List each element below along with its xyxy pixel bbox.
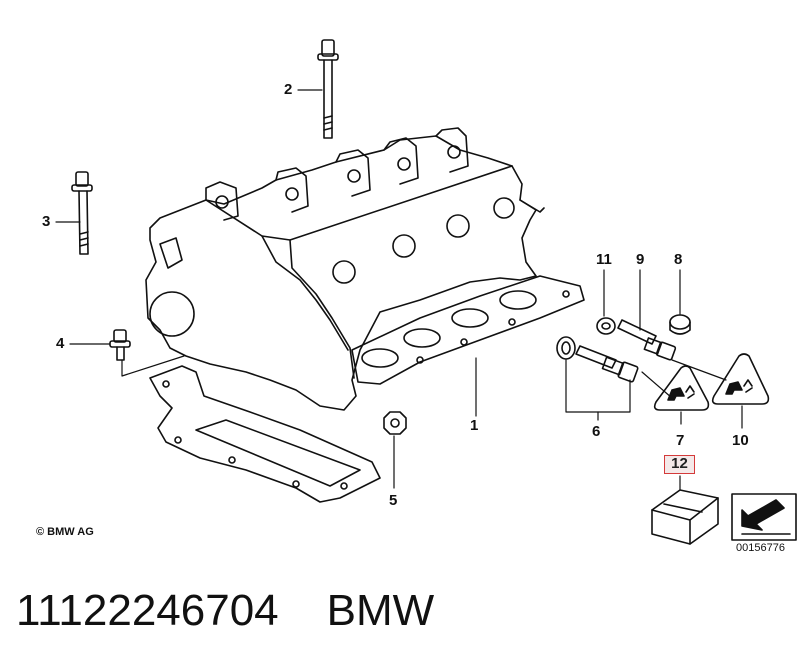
label-10 [711,353,770,405]
copyright-text: © BMW AG [36,526,94,538]
sensor-6 [556,336,639,383]
part-caption: 11122246704 BMW [16,586,434,636]
brand-name: BMW [326,586,435,635]
plug-8 [669,314,691,335]
washer-11 [596,317,616,335]
callout-10[interactable]: 10 [732,432,749,449]
callout-4[interactable]: 4 [56,335,65,352]
callout-11[interactable]: 11 [596,251,612,268]
reference-arrow-frame [731,493,797,541]
sensor-9 [617,319,677,361]
engine-block [145,127,545,411]
callout-3[interactable]: 3 [42,213,51,230]
head-gasket [351,275,585,385]
label-7 [653,365,710,411]
callout-9[interactable]: 9 [636,251,645,268]
callout-7[interactable]: 7 [676,432,685,449]
callout-2[interactable]: 2 [284,81,293,98]
callout-6[interactable]: 6 [592,423,601,440]
diagram-reference-number: 00156776 [736,542,785,554]
part-number: 11122246704 [16,586,279,635]
callout-8[interactable]: 8 [674,251,683,268]
bolt-2 [317,39,339,139]
callout-1[interactable]: 1 [470,417,479,434]
callout-5[interactable]: 5 [389,492,398,509]
lower-gasket [149,365,381,503]
engine-block-diagram [55,39,797,545]
bolt-3 [71,171,93,255]
package-12 [651,489,719,545]
leader-lines [55,89,743,491]
bolt-4 [109,329,131,361]
nut-5 [383,411,407,435]
callout-12-highlighted[interactable]: 12 [664,455,695,474]
